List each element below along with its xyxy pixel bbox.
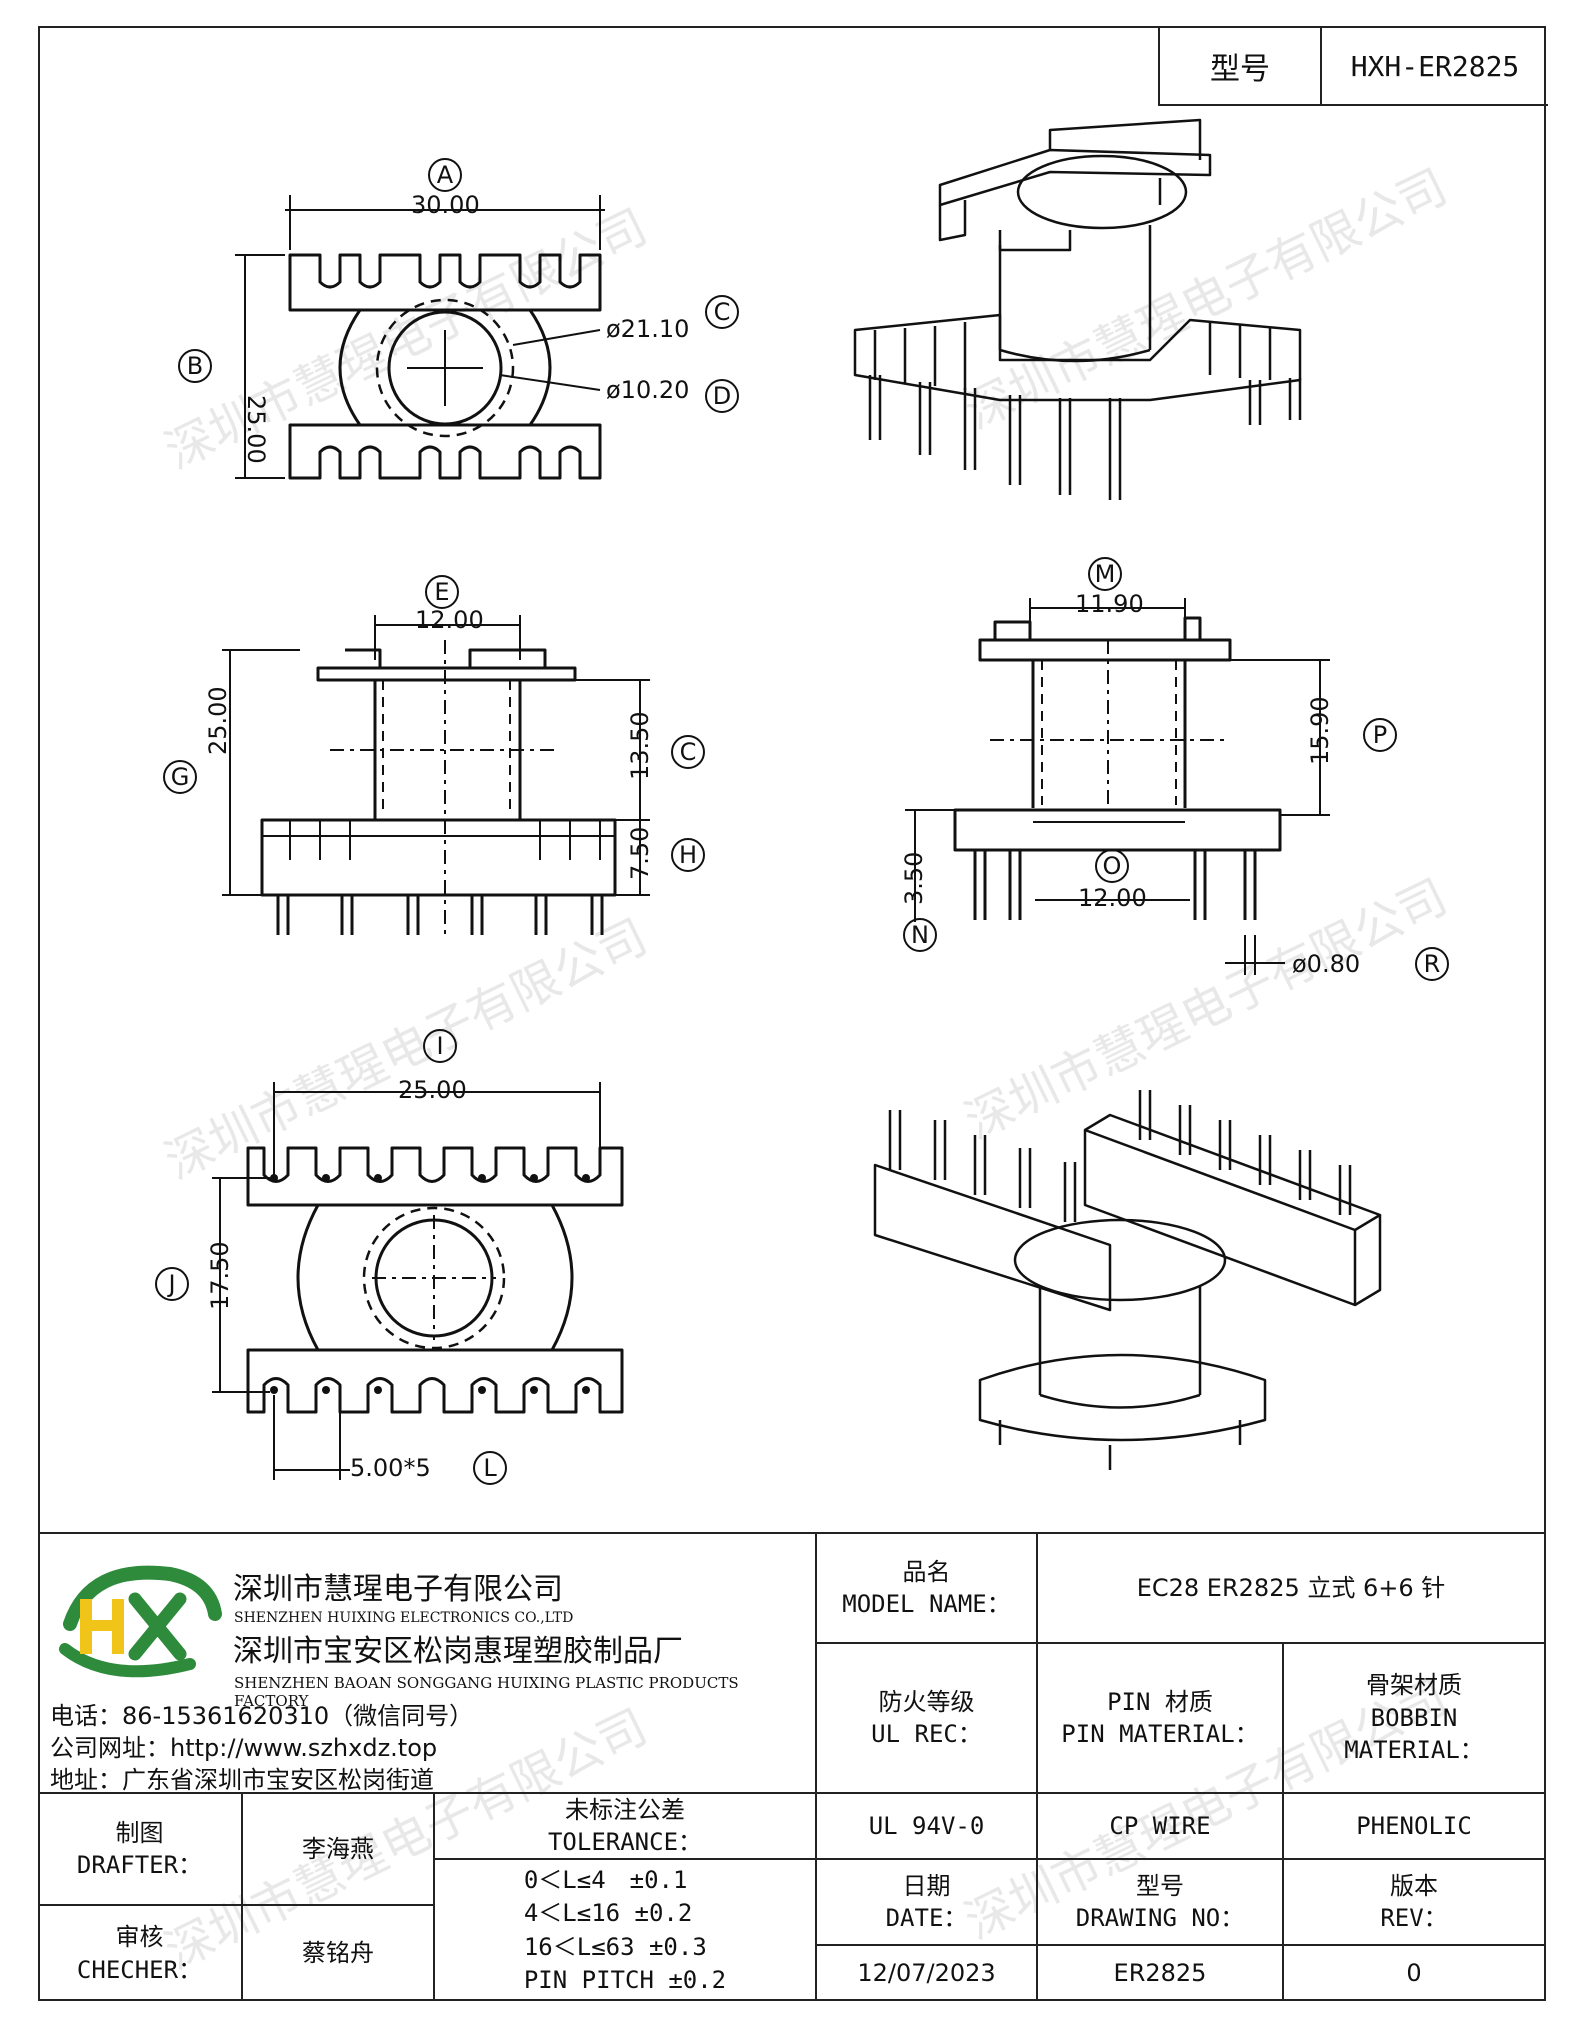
- bobbin-material-label-en2: MATERIAL：: [1344, 1736, 1484, 1765]
- drafter-value: 李海燕: [243, 1794, 435, 1906]
- isometric-view-top: [853, 118, 1302, 500]
- callout-e: E: [434, 578, 449, 606]
- dim-c-top: ø21.10: [606, 315, 689, 343]
- callout-i: I: [436, 1032, 443, 1060]
- company-address: 地址：广东省深圳市宝安区松岗街道: [50, 1766, 434, 1794]
- model-name-label-cn: 品名: [902, 1557, 951, 1586]
- checker-label-en: CHECHER：: [76, 1955, 203, 1984]
- bobbin-material-label: 骨架材质 BOBBIN MATERIAL：: [1284, 1644, 1544, 1794]
- dim-l: 5.00*5: [350, 1454, 431, 1482]
- ul-rec-value: UL 94V-0: [817, 1794, 1038, 1860]
- title-block: 深圳市慧瑆电子有限公司 SHENZHEN HUIXING ELECTRONICS…: [38, 1532, 1546, 2001]
- company-logo: [59, 1565, 222, 1678]
- factory-name-en: SHENZHEN BAOAN SONGGANG HUIXING PLASTIC …: [234, 1674, 739, 1710]
- bottom-view: [155, 1029, 624, 1485]
- company-info: 深圳市慧瑆电子有限公司 SHENZHEN HUIXING ELECTRONICS…: [38, 1534, 817, 1794]
- model-name-label: 品名 MODEL NAME：: [817, 1534, 1038, 1644]
- callout-n: N: [911, 921, 929, 949]
- ul-rec-label-cn: 防火等级: [878, 1687, 975, 1716]
- model-number-label: 型号: [1160, 28, 1322, 104]
- callout-g: G: [171, 763, 190, 791]
- dim-b: 25.00: [242, 395, 270, 464]
- rev-label: 版本 REV：: [1284, 1860, 1544, 1946]
- callout-d: D: [713, 382, 731, 410]
- dim-e: 12.00: [415, 606, 484, 634]
- drafter-label-cn: 制图: [115, 1818, 164, 1847]
- dim-p: 15.90: [1306, 696, 1334, 765]
- side-view: [903, 557, 1449, 981]
- dim-r: ø0.80: [1292, 950, 1360, 978]
- model-name-value: EC28 ER2825 立式 6+6 针: [1038, 1534, 1544, 1644]
- company-website: 公司网址：http://www.szhxdz.top: [50, 1734, 438, 1762]
- date-value: 12/07/2023: [817, 1946, 1038, 2001]
- rev-value: 0: [1406, 1959, 1422, 1988]
- dim-h: 7.50: [626, 827, 654, 880]
- drawing-no-value: ER2825: [1038, 1946, 1284, 2001]
- company-phone: 电话：86-15361620310（微信同号）: [50, 1702, 474, 1730]
- model-name-label-en: MODEL NAME：: [842, 1590, 1011, 1618]
- dim-g: 25.00: [204, 686, 232, 755]
- callout-p: P: [1373, 721, 1387, 749]
- callout-c-front: C: [680, 738, 697, 766]
- tolerance-label-cn: 未标注公差: [565, 1795, 685, 1824]
- tolerance-line: PIN PITCH ±0.2: [523, 1965, 727, 1994]
- callout-b: B: [187, 352, 203, 380]
- bobbin-material-label-en1: BOBBIN: [1370, 1703, 1458, 1732]
- drawing-no-label-en: DRAWING NO：: [1075, 1904, 1245, 1932]
- ul-rec-label: 防火等级 UL REC：: [817, 1644, 1038, 1794]
- pin-material-label-en: PIN MATERIAL：: [1061, 1720, 1259, 1748]
- technical-drawing: 30.00 25.00 ø21.10 ø10.20 12.00 25.00 13…: [155, 118, 1449, 1485]
- drafter-label: 制图 DRAFTER：: [38, 1794, 243, 1906]
- callout-h: H: [679, 841, 697, 869]
- callout-o: O: [1103, 852, 1122, 880]
- company-name-cn: 深圳市慧瑆电子有限公司: [233, 1572, 563, 1607]
- bobbin-material-value: PHENOLIC: [1284, 1794, 1544, 1860]
- dim-i: 25.00: [398, 1076, 467, 1104]
- company-name-en: SHENZHEN HUIXING ELECTRONICS CO.,LTD: [234, 1610, 574, 1626]
- drawing-no-label-cn: 型号: [1136, 1871, 1184, 1900]
- bobbin-material-label-cn: 骨架材质: [1366, 1671, 1462, 1700]
- isometric-view-bottom: [873, 1090, 1382, 1470]
- dim-j: 17.50: [206, 1241, 234, 1310]
- date-label-cn: 日期: [902, 1871, 951, 1900]
- date-label-en: DATE：: [885, 1904, 968, 1932]
- tolerance-lines: 0＜L≤4 ±0.1 4＜L≤16 ±0.2 16＜L≤63 ±0.3 PIN …: [524, 1864, 726, 1996]
- drafter-label-en: DRAFTER：: [76, 1851, 203, 1879]
- callout-r: R: [1424, 950, 1441, 978]
- tolerance-line: 0＜L≤4 ±0.1: [523, 1866, 688, 1895]
- tolerance-label: 未标注公差 TOLERANCE：: [435, 1794, 817, 1860]
- pin-material-value: CP WIRE: [1038, 1794, 1284, 1860]
- callout-l: L: [483, 1454, 497, 1482]
- callout-m: M: [1095, 560, 1116, 588]
- checker-label: 审核 CHECHER：: [38, 1906, 243, 2001]
- callout-j: J: [166, 1270, 175, 1298]
- rev-label-cn: 版本: [1390, 1871, 1438, 1900]
- date-label: 日期 DATE：: [817, 1860, 1038, 1946]
- model-number-box: 型号 HXH-ER2825: [1158, 28, 1548, 106]
- checker-value: 蔡铭舟: [243, 1906, 435, 2001]
- dim-m: 11.90: [1075, 590, 1144, 618]
- dim-a: 30.00: [411, 191, 480, 219]
- rev-label-en: REV：: [1380, 1904, 1448, 1932]
- tolerance-values: 0＜L≤4 ±0.1 4＜L≤16 ±0.2 16＜L≤63 ±0.3 PIN …: [435, 1860, 817, 2001]
- tolerance-line: 4＜L≤16 ±0.2: [523, 1899, 693, 1928]
- dim-d: ø10.20: [606, 376, 689, 404]
- factory-name-cn: 深圳市宝安区松岗惠瑆塑胶制品厂: [233, 1634, 683, 1669]
- top-view: [178, 158, 739, 480]
- checker-label-cn: 审核: [115, 1923, 164, 1952]
- tolerance-label-en: TOLERANCE：: [547, 1828, 703, 1856]
- ul-rec-label-en: UL REC：: [871, 1720, 982, 1748]
- pin-material-label: PIN 材质 PIN MATERIAL：: [1038, 1644, 1284, 1794]
- drawing-no-label: 型号 DRAWING NO：: [1038, 1860, 1284, 1946]
- callout-c-top: C: [714, 298, 731, 326]
- front-view: [163, 575, 705, 935]
- pin-material-label-cn: PIN 材质: [1107, 1687, 1213, 1716]
- dim-c-front: 13.50: [626, 711, 654, 780]
- dim-o: 12.00: [1078, 884, 1147, 912]
- model-number-value: HXH-ER2825: [1350, 49, 1520, 83]
- dim-n: 3.50: [900, 852, 928, 905]
- callout-a: A: [437, 161, 454, 189]
- tolerance-line: 16＜L≤63 ±0.3: [523, 1932, 707, 1961]
